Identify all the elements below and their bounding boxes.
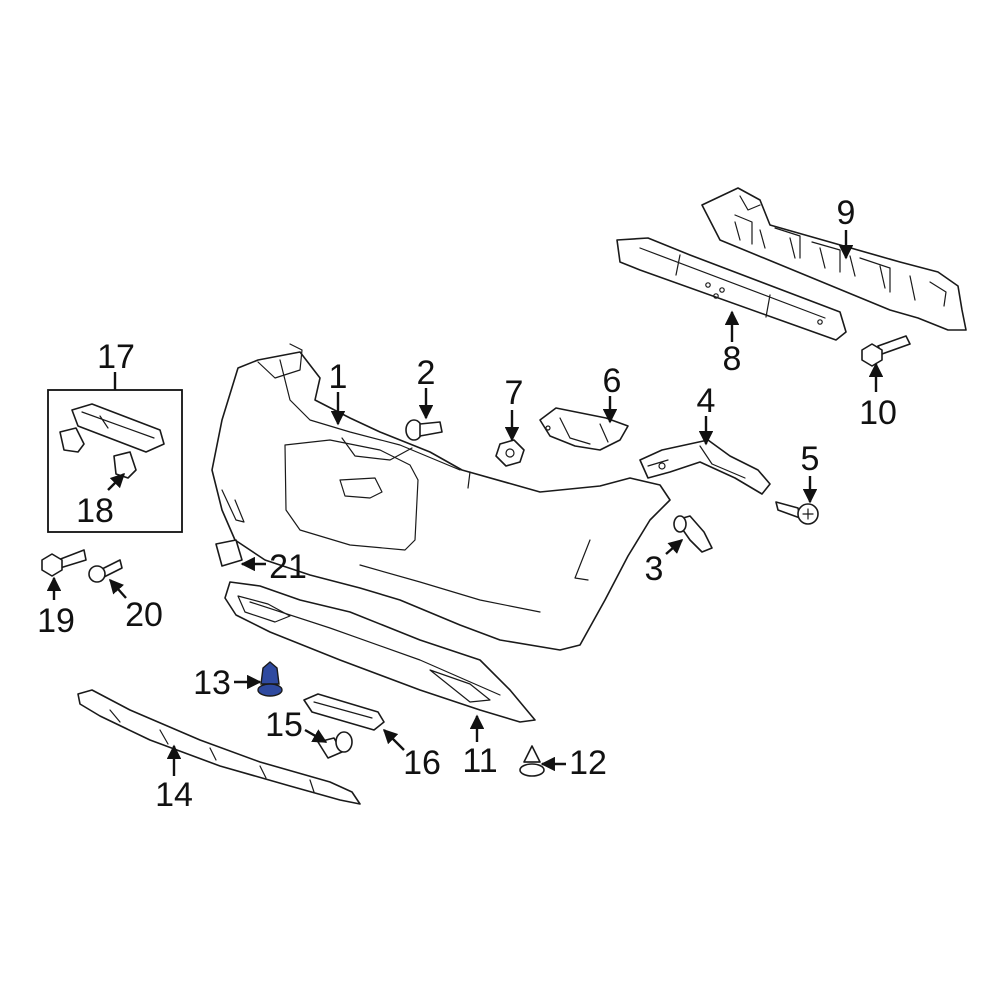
- part-18-clip-a[interactable]: [59, 427, 85, 453]
- part-10-bolt[interactable]: [861, 335, 911, 367]
- callout-9: 9: [837, 194, 856, 232]
- part-2-fastener[interactable]: [405, 419, 443, 441]
- callout-1: 1: [329, 358, 348, 396]
- part-19-bolt[interactable]: [41, 549, 87, 577]
- part-3-retainer[interactable]: [673, 515, 713, 553]
- part-18-clip-b[interactable]: [113, 451, 137, 479]
- callout-15: 15: [265, 706, 303, 744]
- part-16-reflector[interactable]: [303, 693, 385, 731]
- part-12-clip[interactable]: [519, 745, 545, 777]
- callout-19: 19: [37, 602, 75, 640]
- callout-20: 20: [125, 596, 163, 634]
- callout-2: 2: [417, 354, 436, 392]
- part-21-clip[interactable]: [215, 539, 243, 567]
- callout-4: 4: [697, 382, 716, 420]
- part-8-reinforcement[interactable]: [616, 237, 847, 341]
- part-11-lower-garnish[interactable]: [224, 581, 536, 723]
- callout-3: 3: [645, 550, 664, 588]
- callout-6: 6: [603, 362, 622, 400]
- callout-12: 12: [569, 744, 607, 782]
- callout-11: 11: [462, 742, 497, 780]
- part-7-nut[interactable]: [495, 439, 525, 467]
- callout-10: 10: [859, 394, 897, 432]
- part-14-lower-strip[interactable]: [77, 689, 361, 805]
- part-9-absorber[interactable]: [701, 187, 967, 331]
- part-6-bracket[interactable]: [539, 407, 629, 451]
- callout-8: 8: [723, 340, 742, 378]
- part-15-clip[interactable]: [317, 731, 353, 759]
- part-20-screw[interactable]: [88, 559, 123, 583]
- callout-16: 16: [403, 744, 441, 782]
- callout-7: 7: [505, 374, 524, 412]
- callout-13: 13: [193, 664, 231, 702]
- part-13-clip-highlighted[interactable]: [257, 661, 283, 697]
- callout-14: 14: [155, 776, 193, 814]
- callout-labels: 1 2 3 4 5 6 7 8 9 10 11 12 13 14 15 16 1…: [37, 194, 897, 814]
- callout-17: 17: [97, 338, 135, 376]
- callout-18: 18: [76, 492, 114, 530]
- callout-5: 5: [801, 440, 820, 478]
- callout-21: 21: [269, 548, 307, 586]
- part-5-screw[interactable]: [775, 501, 819, 525]
- leader-lines: [46, 230, 884, 776]
